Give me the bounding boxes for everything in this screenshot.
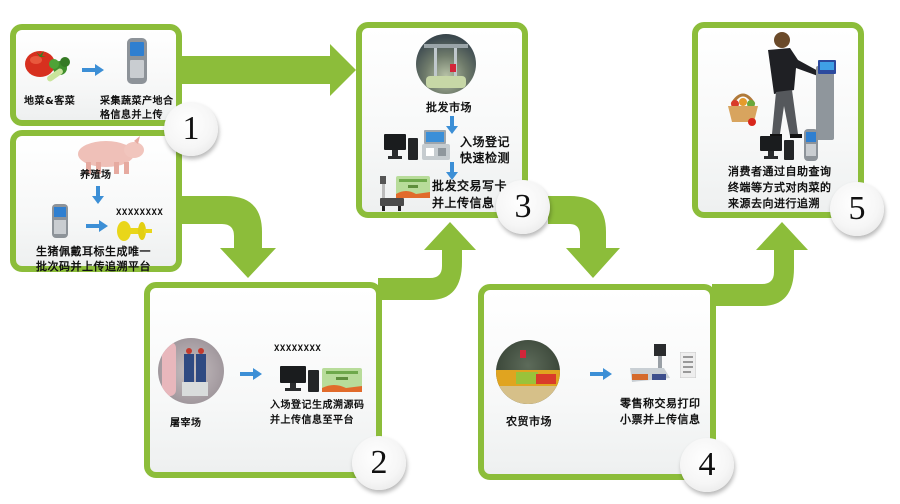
computer-icon xyxy=(280,366,319,392)
computer-icon xyxy=(384,134,418,160)
trace-card-icon xyxy=(322,368,362,392)
step-1-vegetables-source-label: 地菜&客菜 xyxy=(24,96,76,107)
step-1-farm-source-label: 养殖场 xyxy=(80,170,112,181)
flow-arrow-2-to-3 xyxy=(378,222,476,300)
shopping-basket-icon xyxy=(728,93,758,126)
step-1-vegetables-action-line-1: 采集蔬菜产地合 xyxy=(100,96,174,107)
detection-device-icon xyxy=(422,130,450,160)
handheld-terminal-icon xyxy=(804,129,818,161)
farmers-market-photo xyxy=(496,340,560,404)
step-number-2: 2 xyxy=(352,436,406,490)
step-2-slaughterhouse-box: 屠宰场 XXXXXXXX 入场登记生成溯源码 并上传信息至平台 xyxy=(144,282,382,478)
wholesale-market-photo xyxy=(416,34,476,94)
step-number-4: 4 xyxy=(680,438,734,492)
flow-arrow-1-to-2 xyxy=(178,196,276,278)
scale-icon xyxy=(380,176,404,211)
step-3-check-line-1: 入场登记 xyxy=(460,135,511,149)
step-1-vegetables-box: 地菜&客菜 采集蔬菜产地合 格信息并上传 xyxy=(10,24,182,126)
step-2-action-line-2: 并上传信息至平台 xyxy=(270,415,354,426)
step-2-trace-code: XXXXXXXX xyxy=(274,344,322,354)
retail-scale-icon xyxy=(630,344,670,382)
step-3-source-label: 批发市场 xyxy=(426,101,472,114)
step-5-consumer-box: 消费者通过自助查询 终端等方式对肉菜的 来源去向进行追溯 xyxy=(692,22,864,218)
step-2-source-label: 屠宰场 xyxy=(170,418,202,429)
step-4-action-line-2: 小票并上传信息 xyxy=(620,413,701,426)
step-number-3: 3 xyxy=(496,180,550,234)
step-3-check-line-2: 快速检测 xyxy=(460,151,511,165)
flow-arrow-3-to-4 xyxy=(548,196,620,278)
arrow-down-icon xyxy=(446,116,458,134)
step-5-action-line-1: 消费者通过自助查询 xyxy=(728,165,832,178)
flow-arrow-1-to-3 xyxy=(178,44,356,96)
step-1-farm-action-line-2: 批次码并上传追溯平台 xyxy=(36,260,151,273)
ear-tag-icon xyxy=(117,221,152,241)
arrow-right-icon xyxy=(82,64,104,76)
step-4-action-line-1: 零售称交易打印 xyxy=(620,397,701,410)
step-3-wholesale-box: 批发市场 入场登记 快速检测 批发交易写卡 并上传信息 xyxy=(356,22,528,218)
arrow-right-icon xyxy=(240,368,262,380)
step-4-farmers-market-box: 农贸市场 零售称交易打印 小票并上传信息 xyxy=(478,284,716,480)
step-5-action-line-2: 终端等方式对肉菜的 xyxy=(728,181,832,194)
vegetables-icon xyxy=(25,51,70,82)
step-3-action-line-2: 并上传信息 xyxy=(432,196,495,210)
arrow-down-icon xyxy=(446,162,458,180)
flow-arrow-4-to-5 xyxy=(712,222,808,306)
step-1-vegetables-action-line-2: 格信息并上传 xyxy=(100,110,163,121)
receipt-icon xyxy=(680,352,696,378)
step-1-farm-batch-code: XXXXXXXX xyxy=(116,208,164,218)
computer-icon xyxy=(760,136,794,160)
step-number-1: 1 xyxy=(164,102,218,156)
step-1-farm-box: 养殖场 XXXXXXXX 生猪佩戴耳标生成唯一 批次码并上传追溯平台 xyxy=(10,130,182,273)
step-1-farm-action-line-1: 生猪佩戴耳标生成唯一 xyxy=(36,245,151,258)
step-4-source-label: 农贸市场 xyxy=(506,415,552,428)
step-number-5: 5 xyxy=(830,182,884,236)
step-5-action-line-3: 来源去向进行追溯 xyxy=(728,197,820,210)
arrow-down-icon xyxy=(92,186,104,204)
arrow-right-icon xyxy=(86,220,108,232)
consumer-kiosk-icon xyxy=(768,32,836,140)
pig-icon xyxy=(78,136,144,174)
step-2-action-line-1: 入场登记生成溯源码 xyxy=(270,400,365,411)
handheld-terminal-icon xyxy=(127,38,147,84)
arrow-right-icon xyxy=(590,368,612,380)
slaughterhouse-photo xyxy=(158,338,224,404)
handheld-terminal-icon xyxy=(52,204,68,238)
step-3-action-line-1: 批发交易写卡 xyxy=(432,179,508,193)
trace-card-icon xyxy=(396,176,430,198)
